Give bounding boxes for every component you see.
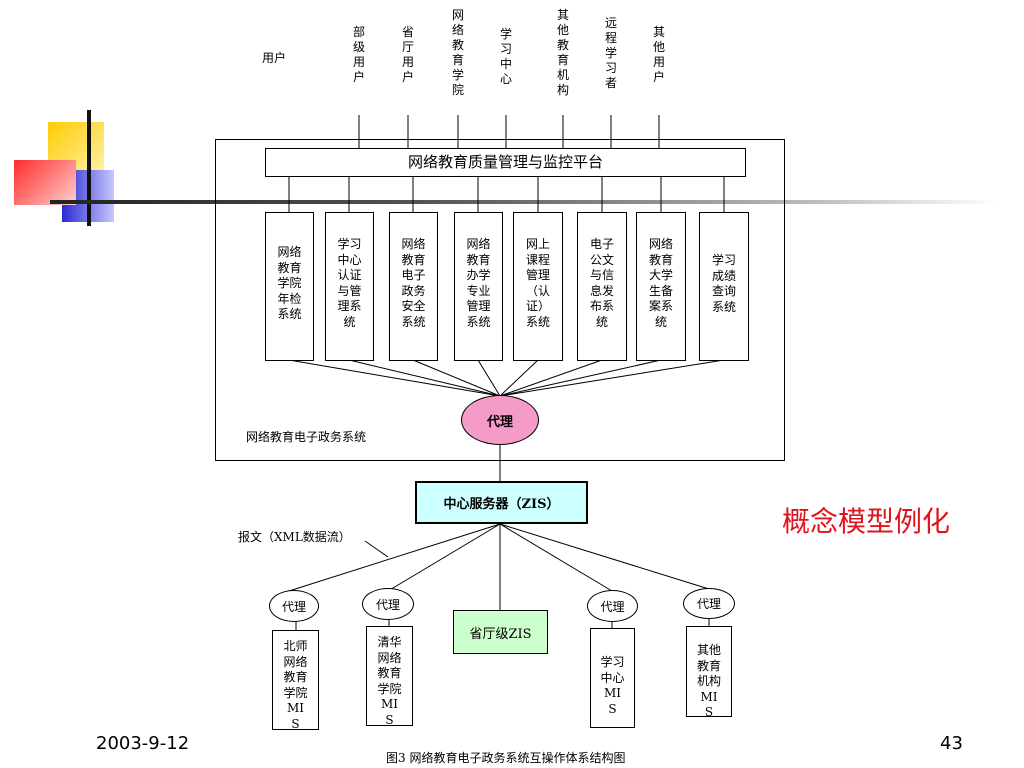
user-other-institution: 其他教育机构: [556, 8, 569, 97]
mis-other-institution: 其他教育机构MIS: [686, 626, 732, 719]
subsystem-major-management: 网络教育办学专业管理系统: [454, 212, 503, 361]
subsystem-score-query: 学习成绩查询系统: [699, 212, 749, 361]
proxy-node-other: 代理: [683, 588, 735, 619]
province-zis-label: 省厅级ZIS: [469, 626, 532, 642]
subsystem-annual-check: 网络教育学院年检系统: [265, 212, 314, 361]
system-label: 网络教育电子政务系统: [246, 430, 367, 444]
proxy-label: 代理: [375, 597, 400, 612]
user-remote-learner: 远程学习者: [604, 16, 617, 90]
platform-bar: 网络教育质量管理与监控平台: [265, 148, 746, 177]
subsystem-student-registry: 网络教育大学生备案系统: [636, 212, 686, 361]
user-ministry: 部级用户: [352, 25, 365, 84]
proxy-node-bnu: 代理: [269, 590, 319, 622]
deco-horizontal-line: [50, 200, 1000, 204]
main-proxy-node: 代理: [461, 395, 539, 445]
user-online-college: 网络教育学院: [451, 8, 464, 97]
deco-red-square: [14, 160, 76, 205]
mis-bnu: 北师网络教育学院MIS: [272, 630, 319, 731]
user-province: 省厅用户: [401, 25, 414, 84]
slide-date: 2003-9-12: [96, 733, 190, 754]
proxy-node-tsinghua: 代理: [362, 588, 414, 620]
figure-caption: 图3 网络教育电子政务系统互操作体系结构图: [386, 751, 626, 765]
subsystem-document-publish: 电子公文与信息发布系统: [577, 212, 627, 361]
slide-title: 概念模型例化: [782, 505, 951, 538]
center-server-label: 中心服务器（ZIS）: [443, 497, 560, 512]
mis-tsinghua: 清华网络教育学院MIS: [366, 626, 413, 727]
mis-learning-center: 学习中心MIS: [590, 628, 635, 728]
subsystem-egov-security: 网络教育电子政务安全系统: [389, 212, 438, 361]
message-label: 报文（XML数据流）: [238, 530, 351, 544]
users-label: 用户: [262, 51, 287, 65]
subsystem-center-certification: 学习中心认证与管理系统: [325, 212, 374, 361]
subsystem-course-management: 网上课程管理（认证）系统: [513, 212, 563, 361]
proxy-label: 代理: [600, 599, 625, 614]
center-server-box: 中心服务器（ZIS）: [415, 481, 588, 524]
proxy-label: 代理: [696, 597, 721, 611]
user-learning-center: 学习中心: [499, 27, 512, 86]
proxy-label: 代理: [281, 599, 306, 614]
page-number: 43: [940, 733, 963, 754]
main-proxy-label: 代理: [486, 414, 513, 430]
deco-vertical-line: [87, 110, 91, 226]
province-zis-box: 省厅级ZIS: [453, 610, 548, 654]
proxy-node-learning-center: 代理: [587, 590, 638, 622]
user-other: 其他用户: [652, 25, 665, 84]
system-frame: [215, 139, 785, 461]
